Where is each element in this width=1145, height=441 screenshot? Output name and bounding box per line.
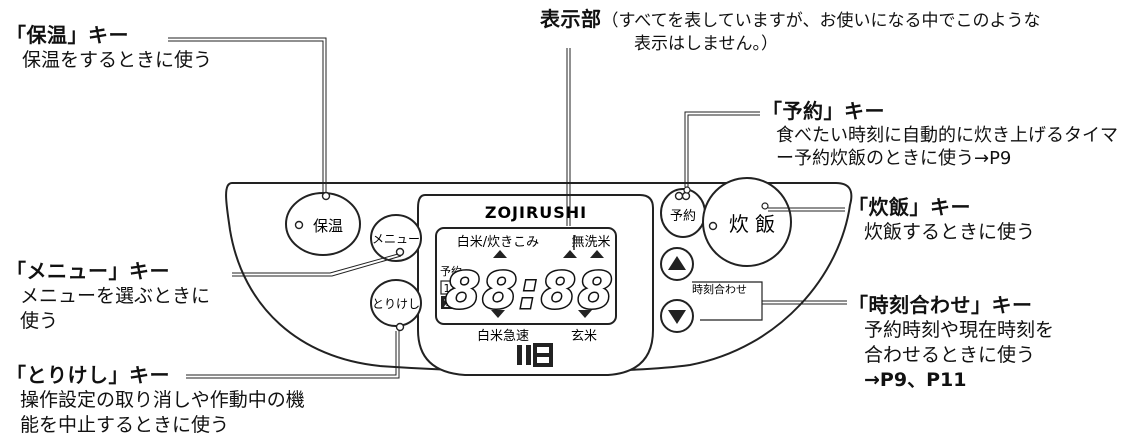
lcd-label-brown-rice: 玄米 xyxy=(571,329,597,344)
lcd-preset-1-box xyxy=(440,280,454,295)
leader-lines xyxy=(168,37,847,379)
display-callout: 表示部（すべてを表していますが、お使いになる中でこのような 表示はしません。） xyxy=(540,6,1040,56)
timer-button[interactable]: 予約 xyxy=(660,188,706,238)
cook-button-label: 炊 飯 xyxy=(729,212,775,236)
menu-callout-title: 「メニュー」キー xyxy=(6,259,170,283)
cook-callout-dot xyxy=(761,202,769,210)
cancel-callout: 「とりけし」キー 操作設定の取り消しや作動中の機 能を中止するときに使う xyxy=(6,362,305,438)
timer-callout: 「予約」キー 食べたい時刻に自動的に炊き上げるタイマ ー予約炊飯のときに使う→P… xyxy=(762,98,1118,170)
keep-warm-button[interactable]: 保温 xyxy=(285,192,361,256)
cancel-callout-title: 「とりけし」キー xyxy=(6,363,170,387)
clock-key-label: 時刻合わせ xyxy=(692,282,747,296)
clock-callout-desc-line3: →P9、P11 xyxy=(864,369,967,391)
lcd-indicator-up-2 xyxy=(563,250,577,258)
lcd-label-quick-white: 白米急速 xyxy=(477,328,529,344)
timer-callout-title: 「予約」キー xyxy=(762,99,885,123)
timer-callout-dot xyxy=(683,186,691,194)
menu-callout: 「メニュー」キー メニューを選ぶときに 使う xyxy=(6,258,210,334)
cancel-button-label: とりけし xyxy=(372,297,420,311)
cook-callout-desc: 炊飯するときに使う xyxy=(864,221,1036,243)
up-arrow-icon xyxy=(668,256,686,270)
cancel-button[interactable]: とりけし xyxy=(370,279,422,327)
cancel-callout-desc-line1: 操作設定の取り消しや作動中の機 xyxy=(20,389,305,411)
keep-warm-button-label: 保温 xyxy=(313,217,343,235)
cook-callout-title: 「炊飯」キー xyxy=(848,195,971,219)
clock-up-button[interactable] xyxy=(660,247,694,281)
timer-callout-desc-line2: ー予約炊飯のときに使う→P9 xyxy=(776,148,1012,169)
lcd-indicator-down-2 xyxy=(578,310,592,318)
brand-logo: ZOJIRUSHI xyxy=(485,203,587,222)
menu-callout-desc-line1: メニューを選ぶときに xyxy=(20,285,211,307)
lcd-indicator-up-1 xyxy=(493,250,507,258)
menu-button[interactable]: メニュー xyxy=(370,214,422,262)
display-callout-title: 表示部 xyxy=(540,7,602,31)
lcd-preset-2-box xyxy=(441,296,453,309)
keep-warm-callout: 「保温」キー 保温をするときに使う xyxy=(6,22,212,73)
keep-warm-callout-desc: 保温をするときに使う xyxy=(22,49,213,71)
menu-button-label: メニュー xyxy=(372,232,420,246)
clock-callout-title: 「時刻合わせ」キー xyxy=(848,293,1033,317)
cook-button[interactable]: 炊 飯 xyxy=(702,177,792,267)
lcd-indicator-up-3 xyxy=(590,250,604,258)
display-callout-note-line2: 表示はしません。） xyxy=(634,34,778,54)
lcd-label-white-mixed: 白米/炊きこみ xyxy=(457,234,539,250)
lcd-indicator-down-1 xyxy=(491,310,505,318)
lcd-label-musenmai: 無洗米 xyxy=(571,235,610,250)
timer-callout-desc-line1: 食べたい時刻に自動的に炊き上げるタイマ xyxy=(776,125,1118,146)
ih-logo xyxy=(517,343,553,367)
clock-callout: 「時刻合わせ」キー 予約時刻や現在時刻を 合わせるときに使う →P9、P11 xyxy=(848,292,1054,393)
keep-warm-callout-dot xyxy=(321,191,331,201)
lcd-label-timer: 予約 xyxy=(440,264,462,278)
cancel-callout-desc-line2: 能を中止するときに使う xyxy=(20,414,230,436)
down-arrow-icon xyxy=(668,310,686,324)
keep-warm-callout-title: 「保温」キー xyxy=(6,23,129,47)
timer-button-label: 予約 xyxy=(670,209,696,224)
display-callout-note-line1: （すべてを表していますが、お使いになる中でこのような xyxy=(601,11,1041,31)
menu-callout-dot xyxy=(395,247,405,257)
menu-callout-desc-line2: 使う xyxy=(20,310,59,332)
cancel-callout-dot xyxy=(395,322,405,332)
clock-callout-desc-line2: 合わせるときに使う xyxy=(864,344,1036,366)
clock-down-button[interactable] xyxy=(660,299,694,333)
lcd-preset-1: 1 xyxy=(444,282,451,295)
clock-callout-desc-line1: 予約時刻や現在時刻を xyxy=(864,319,1055,341)
lcd-preset-2: 2 xyxy=(444,297,451,310)
lcd-digits: 88:88 xyxy=(445,262,614,320)
cook-callout: 「炊飯」キー 炊飯するときに使う xyxy=(848,194,1035,245)
